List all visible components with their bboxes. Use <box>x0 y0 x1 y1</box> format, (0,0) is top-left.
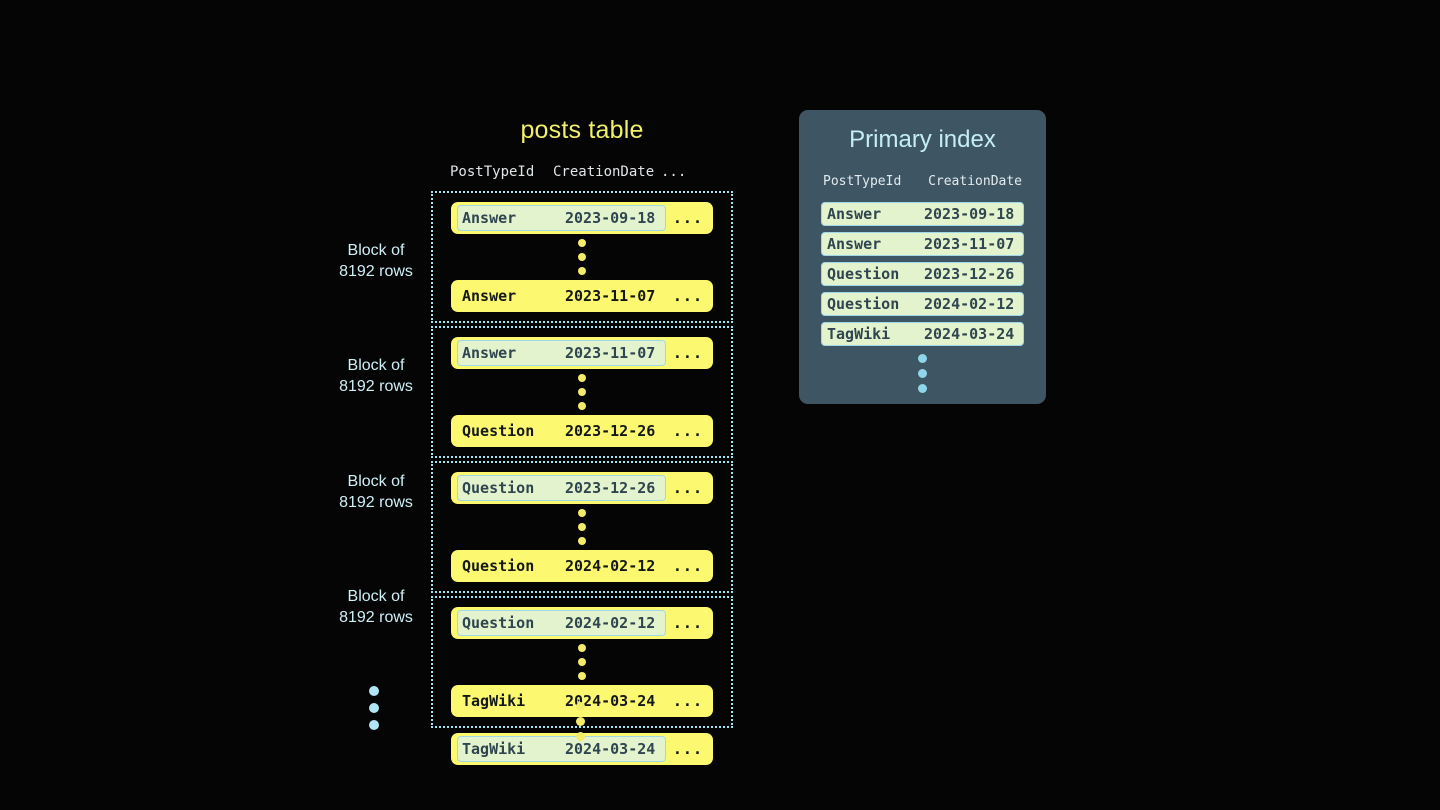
vertical-ellipsis-dots <box>436 369 728 415</box>
index-row: Question 2024-02-12 <box>821 292 1024 316</box>
table-row: Answer 2023-11-07 ... <box>451 280 713 312</box>
table-row: Question 2023-12-26 ... <box>451 415 713 447</box>
cell-more-ellipsis: ... <box>672 344 703 362</box>
block-label-line1: Block of <box>347 473 405 490</box>
cell-more-ellipsis: ... <box>672 557 703 575</box>
cell-creationdate: 2023-11-07 <box>565 344 656 362</box>
cell-posttypeid: TagWiki <box>462 740 526 758</box>
row-cells: TagWiki 2024-03-24 <box>457 688 666 714</box>
cell-posttypeid: Question <box>462 479 535 497</box>
row-cells: Answer 2023-11-07 <box>457 340 666 366</box>
block-label: Block of 8192 rows <box>301 586 451 628</box>
row-cells: TagWiki 2024-03-24 <box>457 736 666 762</box>
column-header-posttypeid: PostTypeId <box>450 164 535 180</box>
cell-posttypeid: Answer <box>827 205 882 223</box>
block-label-line1: Block of <box>347 242 405 259</box>
vertical-ellipsis-dots <box>436 639 728 685</box>
row-cells: Answer 2023-11-07 <box>457 283 666 309</box>
column-header-creationdate: CreationDate <box>553 164 655 180</box>
cell-posttypeid: Answer <box>462 209 517 227</box>
column-header-posttypeid: PostTypeId <box>823 174 902 189</box>
block-label-line1: Block of <box>347 588 405 605</box>
index-row: TagWiki 2024-03-24 <box>821 322 1024 346</box>
cell-posttypeid: Answer <box>462 344 517 362</box>
block-label-line2: 8192 rows <box>339 263 413 280</box>
block-label-line2: 8192 rows <box>339 494 413 511</box>
bottom-continuation-dots <box>576 702 585 741</box>
table-row: Answer 2023-11-07 ... <box>451 337 713 369</box>
row-cells: Answer 2023-09-18 <box>457 205 666 231</box>
cell-creationdate: 2024-02-12 <box>924 295 1015 313</box>
cell-more-ellipsis: ... <box>672 614 703 632</box>
table-row: TagWiki 2024-03-24 ... <box>451 733 713 765</box>
vertical-ellipsis-dots <box>436 504 728 550</box>
cell-posttypeid: Question <box>827 265 900 283</box>
cell-creationdate: 2024-02-12 <box>565 614 656 632</box>
block-label-line1: Block of <box>347 357 405 374</box>
primary-index-column-headers: PostTypeId CreationDate <box>821 174 1024 189</box>
table-block: Question 2024-02-12 ... TagWiki 2024-03-… <box>431 596 733 728</box>
block-label-line2: 8192 rows <box>339 609 413 626</box>
cell-creationdate: 2023-12-26 <box>565 479 656 497</box>
index-row: Question 2023-12-26 <box>821 262 1024 286</box>
cell-creationdate: 2023-09-18 <box>924 205 1015 223</box>
cell-more-ellipsis: ... <box>672 422 703 440</box>
cell-more-ellipsis: ... <box>672 479 703 497</box>
column-header-creationdate: CreationDate <box>928 174 1022 189</box>
vertical-ellipsis-dots <box>436 234 728 280</box>
cell-more-ellipsis: ... <box>672 692 703 710</box>
cell-posttypeid: Answer <box>827 235 882 253</box>
cell-creationdate: 2024-03-24 <box>924 325 1015 343</box>
table-trailing-row-group: TagWiki 2024-03-24 ... <box>431 731 733 765</box>
cell-creationdate: 2023-11-07 <box>565 287 656 305</box>
table-row: Question 2023-12-26 ... <box>451 472 713 504</box>
table-row: TagWiki 2024-03-24 ... <box>451 685 713 717</box>
posts-table: posts table PostTypeId CreationDate ... … <box>431 118 733 765</box>
table-block: Answer 2023-11-07 ... Question 2023-12-2… <box>431 326 733 458</box>
cell-creationdate: 2024-03-24 <box>565 692 656 710</box>
table-row: Question 2024-02-12 ... <box>451 550 713 582</box>
posts-table-column-headers: PostTypeId CreationDate ... <box>431 164 733 180</box>
table-row: Question 2024-02-12 ... <box>451 607 713 639</box>
cell-more-ellipsis: ... <box>672 287 703 305</box>
index-row: Answer 2023-09-18 <box>821 202 1024 226</box>
cell-creationdate: 2024-03-24 <box>565 740 656 758</box>
cell-posttypeid: Answer <box>462 287 517 305</box>
posts-table-title: posts table <box>520 116 644 144</box>
block-label: Block of 8192 rows <box>301 355 451 397</box>
cell-creationdate: 2023-12-26 <box>565 422 656 440</box>
primary-index-panel: Primary index PostTypeId CreationDate An… <box>799 110 1046 404</box>
block-label: Block of 8192 rows <box>301 240 451 282</box>
left-continuation-dots <box>369 686 379 730</box>
cell-posttypeid: Question <box>462 422 535 440</box>
cell-more-ellipsis: ... <box>672 740 703 758</box>
row-cells: Question 2024-02-12 <box>457 553 666 579</box>
cell-creationdate: 2023-11-07 <box>924 235 1015 253</box>
cell-more-ellipsis: ... <box>672 209 703 227</box>
cell-creationdate: 2023-09-18 <box>565 209 656 227</box>
table-block: Answer 2023-09-18 ... Answer 2023-11-07 … <box>431 191 733 323</box>
block-label: Block of 8192 rows <box>301 471 451 513</box>
cell-posttypeid: Question <box>827 295 900 313</box>
cell-posttypeid: TagWiki <box>462 692 526 710</box>
row-cells: Question 2023-12-26 <box>457 475 666 501</box>
block-label-line2: 8192 rows <box>339 378 413 395</box>
column-header-ellipsis: ... <box>661 164 687 180</box>
row-cells: Question 2023-12-26 <box>457 418 666 444</box>
row-cells: Question 2024-02-12 <box>457 610 666 636</box>
table-block: Question 2023-12-26 ... Question 2024-02… <box>431 461 733 593</box>
cell-creationdate: 2024-02-12 <box>565 557 656 575</box>
cell-posttypeid: TagWiki <box>827 325 891 343</box>
cell-posttypeid: Question <box>462 557 535 575</box>
cell-creationdate: 2023-12-26 <box>924 265 1015 283</box>
primary-index-title: Primary index <box>849 126 996 153</box>
index-continuation-dots <box>821 354 1024 393</box>
index-row: Answer 2023-11-07 <box>821 232 1024 256</box>
cell-posttypeid: Question <box>462 614 535 632</box>
table-row: Answer 2023-09-18 ... <box>451 202 713 234</box>
